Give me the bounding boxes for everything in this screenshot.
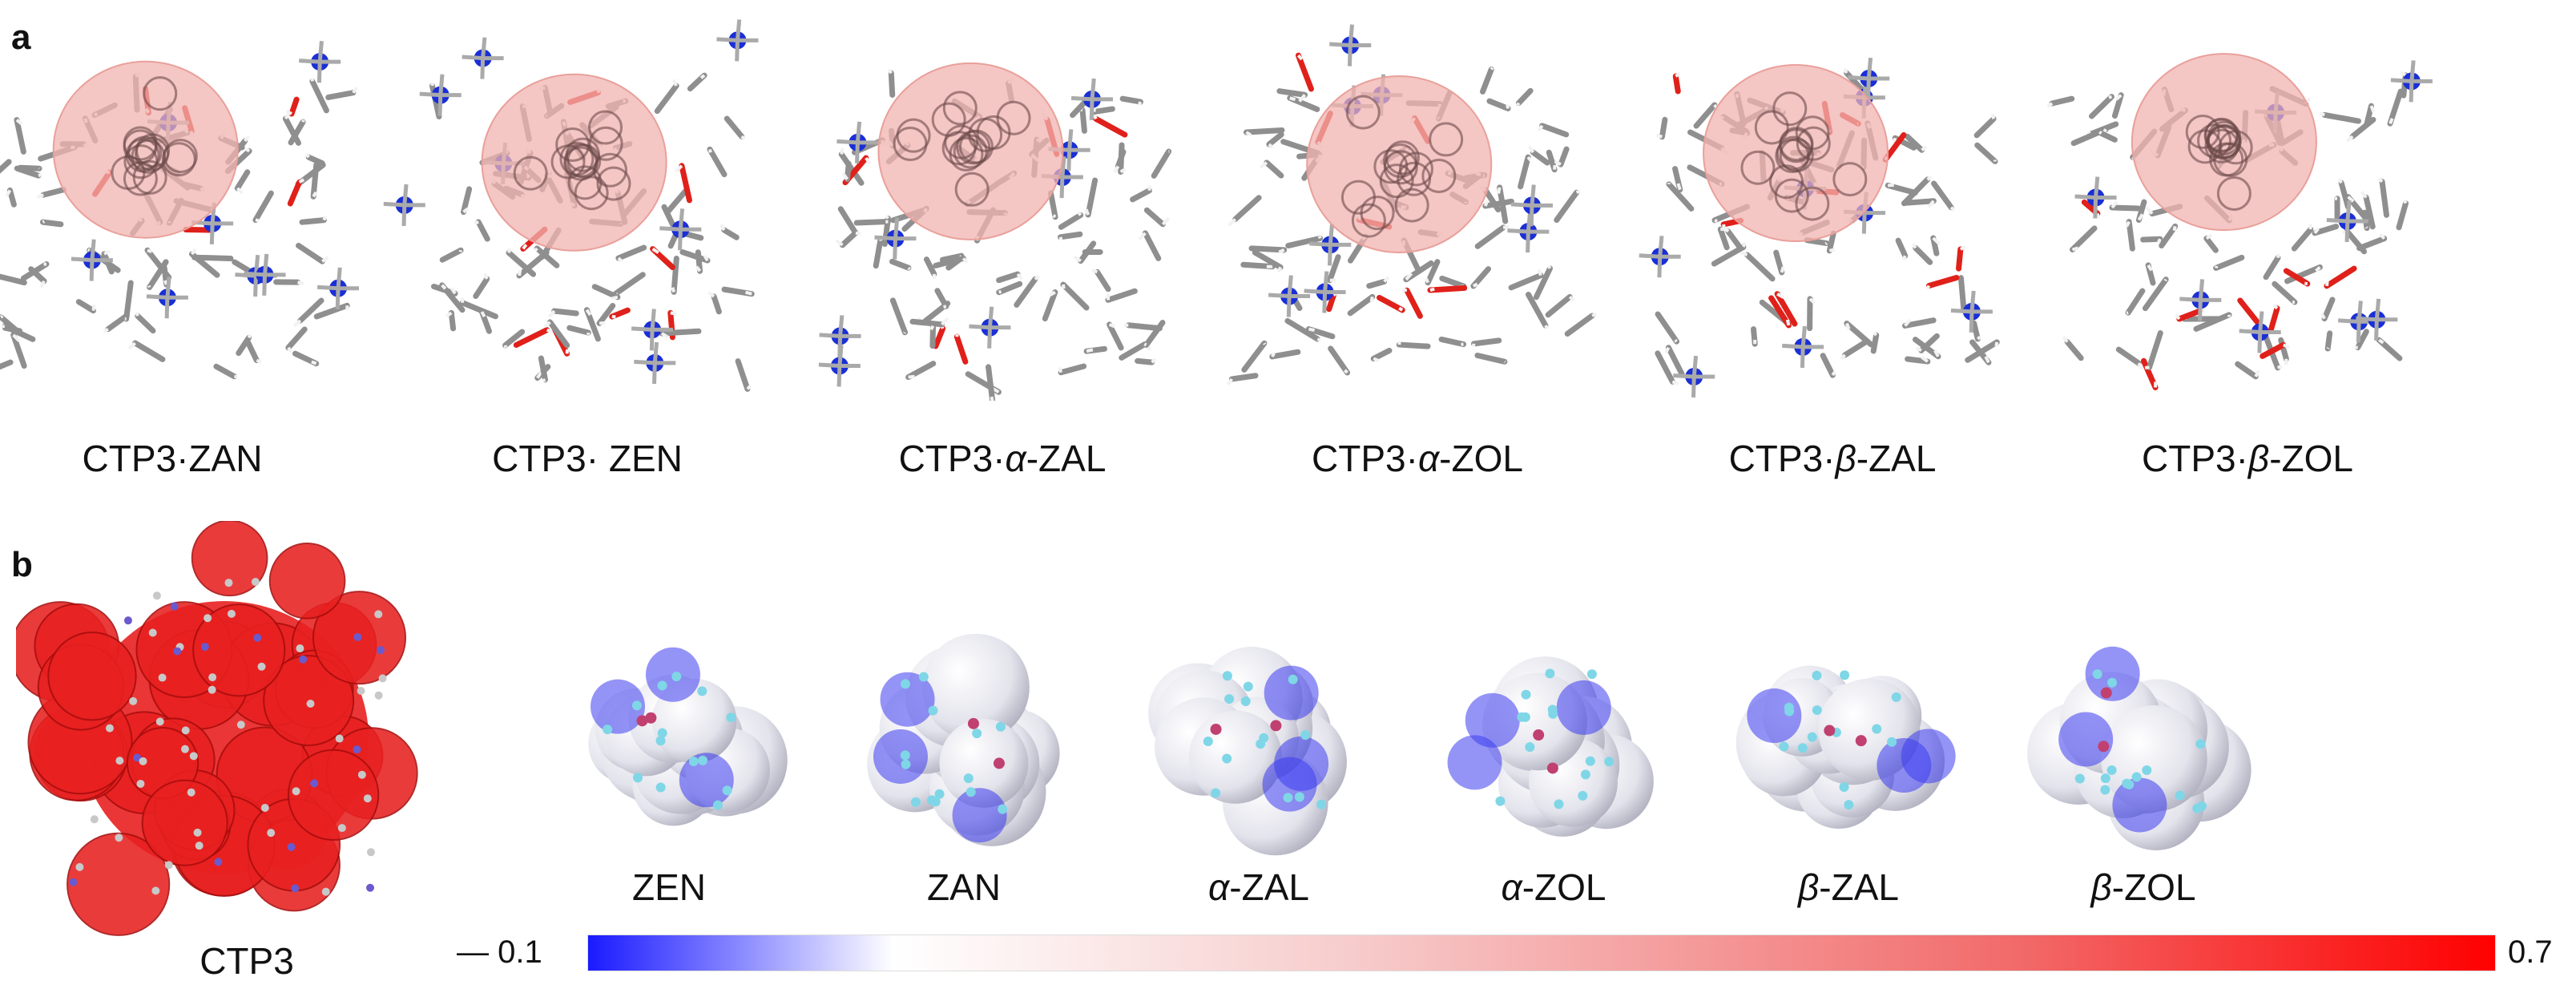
label-isomer: α	[1417, 438, 1440, 479]
complex-structure	[383, 19, 759, 392]
guest-label: ZEN	[632, 866, 706, 909]
label-isomer: α	[1208, 866, 1230, 908]
label-name: -ZAL	[1819, 866, 1899, 908]
label-name: ZEN	[608, 438, 683, 479]
complex-label: CTP3·β-ZAL	[1729, 437, 1937, 480]
label-isomer: β	[1835, 438, 1856, 479]
label-name: ZAN	[188, 438, 263, 479]
complex-label: CTP3·ZAN	[83, 437, 263, 480]
complex-label: CTP3· ZEN	[492, 437, 683, 480]
label-prefix: CTP3·	[1728, 438, 1836, 479]
complex-label: CTP3·α-ZOL	[1312, 437, 1523, 480]
panel-a-letter: a	[11, 18, 31, 57]
colorbar-max-label: 0.7	[2508, 934, 2553, 970]
guest-esp-surface	[1148, 647, 1347, 856]
complex-structure	[1226, 24, 1598, 386]
guest-esp-surface	[588, 647, 788, 826]
label-prefix: CTP3·	[2142, 438, 2248, 479]
guest-label: β-ZOL	[2090, 866, 2195, 909]
guest-esp-surface	[1447, 656, 1654, 837]
complex-structure	[0, 41, 359, 380]
guest-esp-surface	[867, 633, 1060, 846]
complex-label: CTP3·β-ZOL	[2142, 437, 2353, 480]
guest-esp-surface	[2027, 646, 2251, 850]
label-prefix: CTP3·	[82, 438, 189, 479]
label-name: -ZOL	[1439, 438, 1523, 479]
label-name: -ZAL	[1856, 438, 1937, 479]
label-isomer: β	[2247, 438, 2270, 479]
complex-structure	[1639, 57, 2000, 398]
label-prefix: CTP3·	[898, 438, 1006, 479]
label-isomer: β	[2090, 866, 2112, 908]
esp-colorbar	[587, 934, 2496, 971]
label-name: -ZOL	[1522, 866, 1606, 908]
label-name: ZEN	[632, 866, 706, 908]
label-isomer: β	[1798, 866, 1820, 908]
label-name: -ZOL	[2269, 438, 2353, 479]
guest-label: ZAN	[927, 866, 1001, 909]
colorbar-min-label: — 0.1	[457, 934, 542, 970]
label-isomer: α	[1501, 866, 1522, 908]
complex-structure	[2046, 53, 2433, 390]
label-prefix: CTP3·	[1312, 438, 1418, 479]
guest-label: α-ZAL	[1208, 866, 1309, 909]
label-name: -ZOL	[2111, 866, 2196, 908]
guest-label: α-ZOL	[1501, 866, 1606, 909]
complex-structure	[818, 62, 1172, 401]
host-label: CTP3	[200, 940, 294, 982]
guest-label: β-ZAL	[1798, 866, 1899, 909]
label-isomer: α	[1005, 438, 1026, 479]
panel-b-letter: b	[11, 545, 33, 584]
label-prefix: CTP3·	[492, 438, 609, 479]
label-name: ZAN	[927, 866, 1001, 908]
label-name: -ZAL	[1026, 438, 1107, 479]
label-name: -ZAL	[1229, 866, 1309, 908]
host-esp-surface	[16, 521, 418, 936]
complex-label: CTP3·α-ZAL	[899, 437, 1107, 480]
guest-esp-surface	[1735, 665, 1956, 830]
